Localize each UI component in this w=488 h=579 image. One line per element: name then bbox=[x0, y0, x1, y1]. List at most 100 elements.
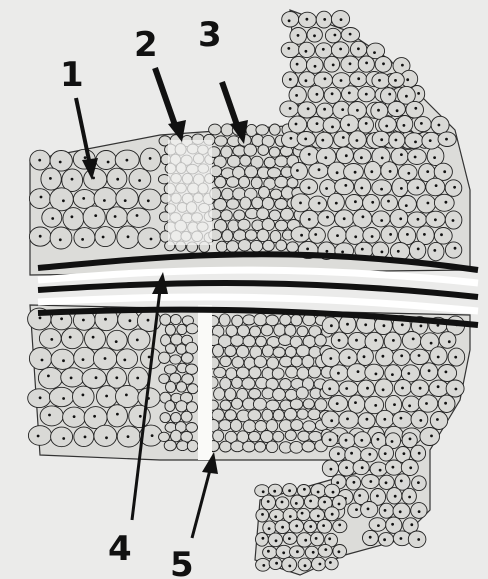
cell-nucleus bbox=[345, 439, 348, 442]
cell bbox=[299, 42, 315, 57]
cell-nucleus bbox=[94, 214, 97, 217]
cell bbox=[227, 241, 239, 252]
cell-nucleus bbox=[324, 156, 327, 159]
cell bbox=[222, 230, 233, 242]
cell-nucleus bbox=[329, 357, 332, 360]
cell-nucleus bbox=[306, 18, 309, 21]
cell bbox=[393, 412, 413, 429]
cell bbox=[94, 425, 117, 446]
cell-nucleus bbox=[357, 77, 360, 80]
cell bbox=[358, 380, 375, 397]
cell bbox=[159, 352, 171, 363]
cell bbox=[379, 117, 397, 133]
cell-nucleus bbox=[392, 339, 395, 342]
cell bbox=[276, 240, 287, 251]
cell bbox=[381, 195, 398, 211]
cell bbox=[242, 378, 255, 390]
cell bbox=[215, 136, 228, 146]
cell-nucleus bbox=[339, 48, 342, 51]
cell-nucleus bbox=[337, 452, 340, 455]
cell-nucleus bbox=[313, 34, 316, 37]
cell bbox=[299, 72, 316, 87]
cell-nucleus bbox=[81, 238, 84, 241]
cell bbox=[38, 367, 62, 388]
cell bbox=[429, 380, 448, 396]
cell bbox=[176, 401, 188, 412]
cell-nucleus bbox=[356, 139, 359, 142]
cell-nucleus bbox=[318, 202, 321, 205]
cell bbox=[266, 420, 278, 432]
cell bbox=[409, 241, 425, 259]
cell-nucleus bbox=[336, 171, 339, 174]
cell bbox=[309, 196, 327, 212]
cell-nucleus bbox=[354, 171, 357, 174]
cell-nucleus bbox=[346, 323, 349, 326]
cell-nucleus bbox=[433, 156, 436, 159]
cell bbox=[393, 503, 410, 519]
cell-nucleus bbox=[330, 419, 333, 422]
cell bbox=[259, 187, 270, 199]
cell bbox=[388, 101, 406, 116]
cell-nucleus bbox=[338, 550, 341, 553]
cell bbox=[275, 199, 288, 210]
cell bbox=[127, 208, 150, 227]
cell bbox=[296, 387, 308, 399]
cell bbox=[227, 177, 239, 188]
cell bbox=[281, 208, 294, 220]
cell-nucleus bbox=[289, 78, 292, 81]
cell-nucleus bbox=[364, 323, 367, 326]
cell bbox=[219, 314, 230, 326]
cell-nucleus bbox=[403, 124, 406, 127]
cell bbox=[254, 356, 266, 367]
cell bbox=[438, 365, 457, 382]
cell bbox=[230, 420, 241, 432]
cell-nucleus bbox=[62, 199, 65, 202]
cell-nucleus bbox=[93, 415, 96, 418]
cell bbox=[346, 195, 363, 211]
cell bbox=[262, 219, 274, 231]
cell bbox=[256, 125, 269, 135]
cell-nucleus bbox=[336, 234, 339, 237]
cell-nucleus bbox=[405, 204, 408, 207]
cell-nucleus bbox=[148, 356, 151, 359]
cell-nucleus bbox=[382, 62, 385, 65]
cell-nucleus bbox=[326, 250, 329, 253]
cell-nucleus bbox=[331, 92, 334, 95]
cell bbox=[83, 206, 105, 228]
cell bbox=[243, 315, 255, 325]
cell-nucleus bbox=[455, 388, 458, 391]
cell-nucleus bbox=[281, 526, 284, 529]
cell-nucleus bbox=[338, 503, 341, 506]
cell-nucleus bbox=[287, 47, 290, 50]
cell-nucleus bbox=[403, 452, 406, 455]
cell bbox=[289, 116, 307, 133]
cell bbox=[273, 388, 286, 400]
cell bbox=[275, 156, 288, 167]
cell-nucleus bbox=[448, 340, 451, 343]
cell-nucleus bbox=[420, 122, 423, 125]
cell bbox=[370, 462, 387, 476]
cell-nucleus bbox=[268, 527, 271, 530]
cell-nucleus bbox=[378, 79, 381, 82]
cell-nucleus bbox=[391, 373, 394, 376]
cell-nucleus bbox=[322, 524, 325, 527]
cell bbox=[315, 335, 327, 347]
cell bbox=[358, 413, 375, 429]
cell-nucleus bbox=[324, 548, 327, 551]
cell-nucleus bbox=[325, 187, 328, 190]
cell-nucleus bbox=[295, 94, 298, 97]
cell-nucleus bbox=[116, 178, 119, 181]
cell-nucleus bbox=[305, 50, 308, 53]
cell-nucleus bbox=[349, 33, 352, 36]
cell-nucleus bbox=[38, 159, 41, 162]
cell-nucleus bbox=[49, 177, 52, 180]
cell-nucleus bbox=[136, 339, 139, 342]
cell bbox=[50, 188, 74, 211]
cell bbox=[74, 228, 95, 248]
cell bbox=[269, 124, 280, 135]
cell-nucleus bbox=[82, 197, 85, 200]
cell bbox=[231, 335, 244, 346]
cell bbox=[177, 441, 189, 451]
cell bbox=[238, 240, 251, 251]
cell-nucleus bbox=[384, 509, 387, 512]
